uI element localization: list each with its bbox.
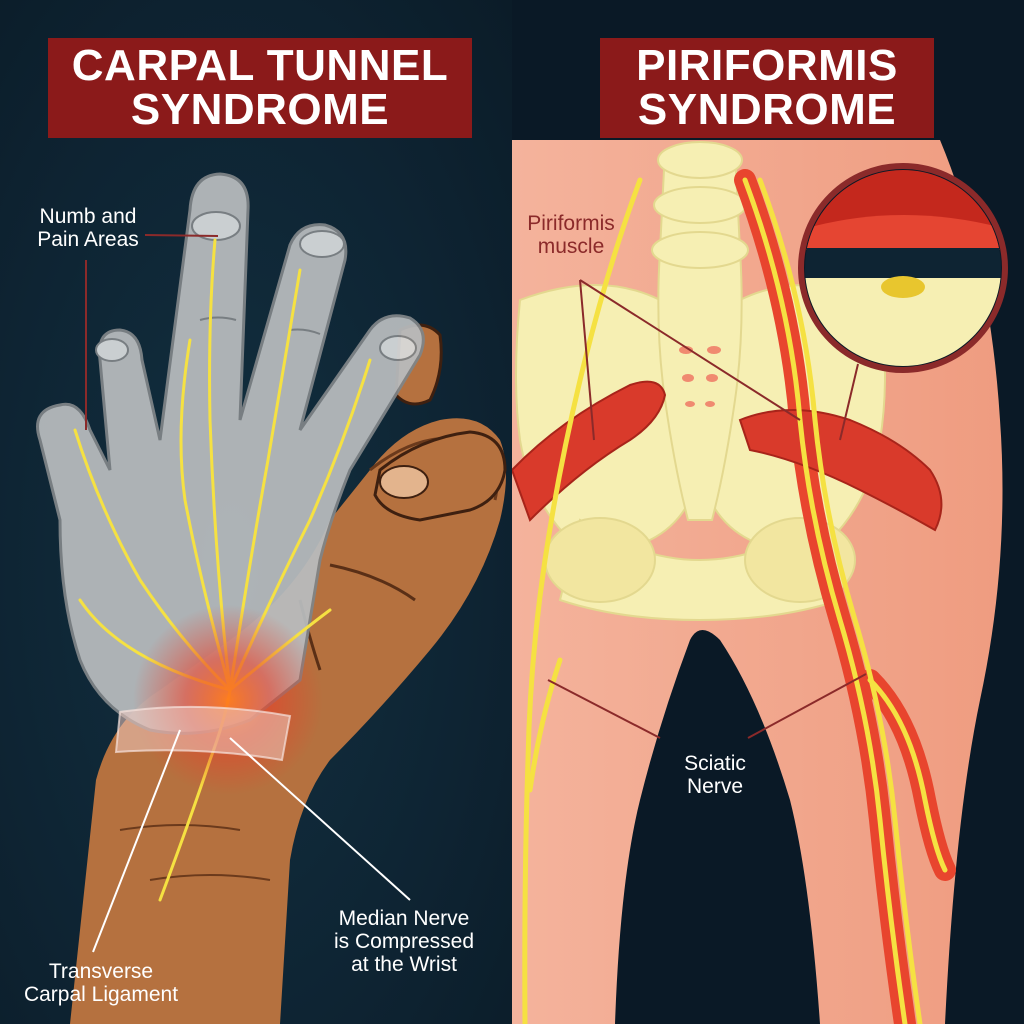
- numb-pain-areas-label: Numb and Pain Areas: [18, 205, 158, 251]
- piriformis-label-line1: Piriformis: [527, 212, 615, 235]
- sciatic-label-line2: Nerve: [686, 775, 744, 799]
- numb-label-line2: Pain Areas: [37, 228, 139, 252]
- transverse-ligament-label: Transverse Carpal Ligament: [6, 960, 196, 1006]
- sciatic-nerve: [522, 177, 948, 1024]
- left-pointer-lines: [85, 234, 411, 953]
- median-nerve-label: Median Nerve is Compressed at the Wrist: [314, 907, 494, 976]
- median-label-line3: at the Wrist: [351, 953, 457, 977]
- carpal-title-line1: CARPAL TUNNEL: [71, 41, 449, 90]
- piriformis-title: PIRIFORMIS SYNDROME: [600, 38, 934, 138]
- piriformis-title-line2: SYNDROME: [637, 85, 897, 134]
- median-label-line2: is Compressed: [333, 930, 475, 954]
- median-label-line1: Median Nerve: [338, 907, 470, 930]
- sciatic-label-line1: Sciatic: [684, 752, 746, 775]
- carpal-ligament: [114, 705, 292, 762]
- piriformis-label-line2: muscle: [537, 235, 605, 259]
- piriformis-muscle-label: Piriformis muscle: [512, 212, 630, 258]
- carpal-tunnel-title: CARPAL TUNNEL SYNDROME: [48, 38, 472, 138]
- inflammation-glow: [133, 605, 323, 795]
- transverse-label-line2: Carpal Ligament: [23, 983, 179, 1007]
- numb-label-line1: Numb and: [39, 205, 137, 228]
- piriformis-title-line1: PIRIFORMIS: [636, 41, 898, 90]
- carpal-title-line2: SYNDROME: [130, 85, 390, 134]
- sacral-foramina: [679, 346, 721, 407]
- transverse-label-line1: Transverse: [48, 960, 154, 983]
- right-pointer-lines: [547, 279, 867, 739]
- numb-hand: [36, 172, 425, 735]
- sciatic-nerve-label: Sciatic Nerve: [660, 752, 770, 798]
